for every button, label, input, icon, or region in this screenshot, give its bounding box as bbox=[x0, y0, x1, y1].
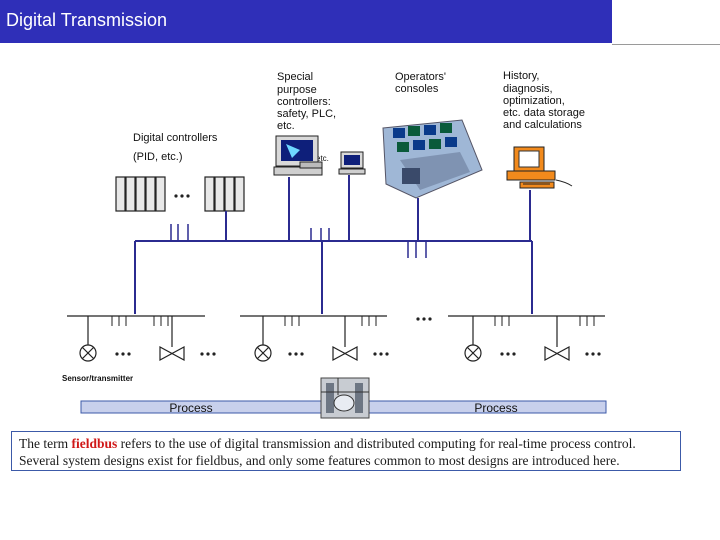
history-computer-icon bbox=[506, 146, 573, 189]
caption-text-before: The term bbox=[19, 436, 72, 451]
label-digital-controllers: Digital controllers bbox=[133, 132, 218, 144]
computer-icon-safety bbox=[338, 151, 366, 175]
page-title: Digital Transmission bbox=[6, 10, 168, 30]
valve-icons bbox=[159, 316, 570, 362]
title-rule bbox=[612, 44, 720, 45]
process-plant-icon bbox=[320, 377, 370, 419]
field-bus-taps bbox=[111, 316, 595, 326]
process-label-left: Process bbox=[169, 401, 212, 415]
controller-rack-left bbox=[115, 176, 166, 212]
label-history: History, diagnosis, optimization, etc. d… bbox=[503, 70, 588, 131]
title-bar: Digital Transmission bbox=[0, 0, 612, 43]
label-special-purpose: Special purpose controllers: safety, PLC… bbox=[277, 71, 339, 132]
sensor-transmitter-icons bbox=[79, 316, 482, 362]
label-pid: (PID, etc.) bbox=[133, 151, 183, 163]
caption-term-fieldbus: fieldbus bbox=[71, 436, 118, 451]
label-sensor-transmitter: Sensor/transmitter bbox=[62, 374, 133, 383]
computer-icon-plc bbox=[273, 135, 323, 176]
process-label-right: Process bbox=[474, 401, 517, 415]
fieldbus-diagram: Special purpose controllers: safety, PLC… bbox=[62, 70, 607, 419]
ellipsis-dots-devices bbox=[115, 352, 601, 356]
caption-text-after: refers to the use of digital transmissio… bbox=[19, 436, 636, 468]
operator-console-icon bbox=[382, 119, 483, 199]
label-operators-consoles: Operators' consoles bbox=[395, 71, 449, 95]
label-etc-small: etc. bbox=[316, 154, 329, 163]
caption-box: The term fieldbus refers to the use of d… bbox=[11, 431, 681, 471]
ellipsis-dots-mid bbox=[416, 317, 432, 321]
ellipsis-dots-controllers bbox=[174, 194, 190, 198]
controller-rack-right bbox=[204, 176, 245, 212]
main-bus bbox=[134, 175, 533, 314]
